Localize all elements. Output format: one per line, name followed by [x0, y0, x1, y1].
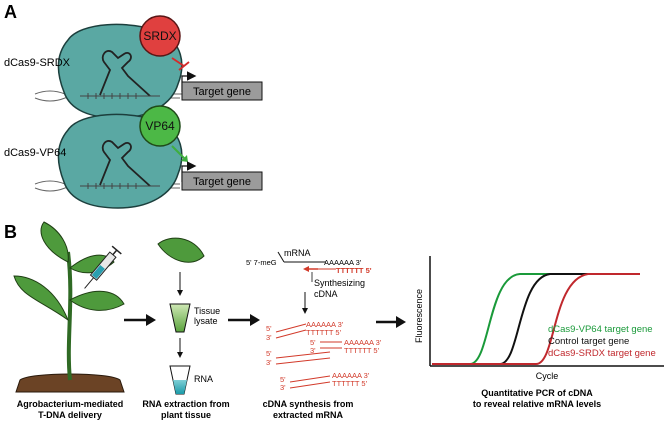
- qpcr-ylabel: Fluorescence: [414, 289, 424, 343]
- vp64-construct: VP64 Target gene dCas9-VP64: [4, 105, 263, 209]
- rna-extraction-illustration: [157, 237, 205, 395]
- tube-tissue-label: Tissue: [194, 306, 220, 316]
- cdna-polyt-b: TTTTTT 5': [344, 346, 380, 355]
- step3-caption-line1: cDNA synthesis from: [263, 399, 354, 409]
- cdna-end-3-a: 3': [266, 333, 272, 342]
- qpcr-plot: [429, 256, 664, 367]
- synthesizing-label-line2: cDNA: [314, 289, 338, 299]
- construct-label-srdx: dCas9-SRDX: [4, 57, 71, 69]
- step2-caption-line2: plant tissue: [161, 410, 211, 420]
- legend-vp64: dCas9-VP64 target gene: [548, 324, 653, 335]
- cdna-polya-b: AAAAAA 3': [344, 338, 382, 347]
- activation-arrow: [171, 145, 187, 161]
- curve-control: [432, 273, 640, 365]
- srdx-construct: SRDX Target gene dCas9-SRDX: [4, 15, 263, 119]
- step4-caption-line2: to reveal relative mRNA levels: [473, 399, 601, 409]
- target-gene-label-srdx: Target gene: [193, 86, 251, 98]
- step1-caption-line2: T-DNA delivery: [38, 410, 102, 420]
- cdna-polyt-d: TTTTTT 5': [332, 379, 368, 388]
- cdna-synthesis-illustration: [275, 251, 342, 389]
- cdna-end-5-d: 5': [280, 375, 286, 384]
- vp64-domain-label: VP64: [145, 119, 175, 133]
- cdna-end-5-a: 5': [266, 324, 272, 333]
- mrna-label: mRNA: [284, 248, 311, 258]
- cdna-polya-a: AAAAAA 3': [306, 320, 344, 329]
- construct-label-vp64: dCas9-VP64: [4, 147, 66, 159]
- step4-caption-line1: Quantitative PCR of cDNA: [481, 388, 593, 398]
- cdna-end-3-c: 3': [266, 358, 272, 367]
- guide-rna-vp64: [99, 140, 151, 187]
- curve-srdx: [432, 273, 640, 365]
- cdna-end-5-b: 5': [310, 338, 316, 347]
- vp64-domain: [139, 105, 181, 147]
- qpcr-xlabel: Cycle: [536, 371, 559, 381]
- legend-srdx: dCas9-SRDX target gene: [548, 348, 656, 359]
- syringe-icon: [84, 245, 122, 289]
- step1-caption-line1: Agrobacterium-mediated: [17, 399, 124, 409]
- cdna-end-5-c: 5': [266, 349, 272, 358]
- mrna-polya-label: AAAAAA 3': [324, 258, 362, 267]
- synthesizing-label-line1: Synthesizing: [314, 278, 365, 288]
- step3-caption-line2: extracted mRNA: [273, 410, 344, 420]
- guide-rna-srdx: [99, 50, 151, 97]
- cdna-polyt-a: TTTTTT 5': [306, 328, 342, 337]
- step2-caption-line1: RNA extraction from: [142, 399, 229, 409]
- target-gene-box-srdx: [181, 81, 263, 101]
- srdx-domain: [139, 15, 181, 57]
- tube-rna-label: RNA: [194, 374, 213, 384]
- cdna-end-3-b: 3': [310, 346, 316, 355]
- curve-vp64: [432, 273, 640, 365]
- legend-control: Control target gene: [548, 336, 629, 347]
- cdna-polya-d: AAAAAA 3': [332, 371, 370, 380]
- tube-lysate-label: lysate: [194, 316, 218, 326]
- repression-mark: [171, 57, 185, 67]
- target-gene-box-vp64: [181, 171, 263, 191]
- srdx-domain-label: SRDX: [143, 29, 176, 43]
- primer-polyt-label: TTTTTT 5': [336, 266, 372, 275]
- plant-illustration: [13, 221, 125, 393]
- mrna-5prime-label: 5' 7-meG: [246, 258, 277, 267]
- target-gene-label-vp64: Target gene: [193, 176, 251, 188]
- panel-a-label: A: [4, 2, 17, 22]
- panel-b-label: B: [4, 222, 17, 242]
- cdna-end-3-d: 3': [280, 383, 286, 392]
